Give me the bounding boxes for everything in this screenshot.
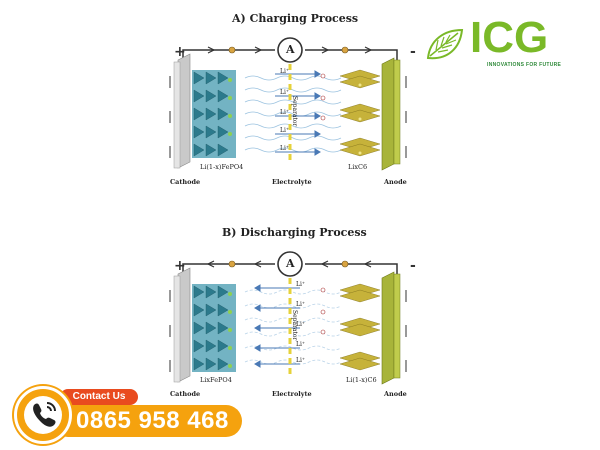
brand-tagline: INNOVATIONS FOR FUTURE — [487, 62, 562, 68]
panel-b-ammeter — [277, 251, 303, 277]
panel-b-li-ion: Li⁺ — [296, 321, 306, 328]
panel-a-anode-plate — [381, 57, 395, 171]
panel-a-cathode-label: Cathode — [170, 178, 201, 186]
panel-b-separator-label: Separator — [291, 310, 298, 341]
panel-a-ammeter-label: A — [286, 43, 295, 56]
panel-b-electrolyte — [244, 289, 342, 365]
panel-b-title: B) Discharging Process — [222, 226, 367, 239]
panel-a-anode-chem: LixC6 — [348, 163, 368, 171]
panel-b-li-ion: Li⁺ — [296, 341, 306, 348]
panel-a-electrolyte — [244, 75, 342, 153]
panel-b-anode-label: Anode — [384, 390, 407, 398]
phone-call-button[interactable] — [14, 386, 72, 444]
panel-b-cathode-chem: LixFePO4 — [200, 376, 232, 384]
phone-icon — [24, 396, 62, 434]
contact-us-tag[interactable]: Contact Us — [60, 389, 138, 405]
panel-b-diagram — [169, 251, 407, 385]
panel-b-electrolyte-label: Electrolyte — [272, 390, 312, 398]
panel-a-minus-sign: - — [410, 44, 416, 60]
panel-b-cathode-label: Cathode — [170, 390, 201, 398]
panel-b-cathode-lattice — [192, 284, 236, 372]
panel-a-wire — [182, 49, 275, 62]
panel-a-li-ion: Li⁺ — [280, 89, 290, 96]
panel-b-li-ion: Li⁺ — [296, 357, 306, 364]
panel-b-anode-plate — [381, 271, 395, 385]
contact-phone-number[interactable]: 0865 958 468 — [76, 407, 229, 434]
panel-b-ammeter-label: A — [286, 257, 295, 270]
panel-b-wire — [182, 263, 275, 276]
panel-a-anode-graphite — [339, 69, 381, 157]
panel-a-title: A) Charging Process — [232, 12, 359, 25]
panel-a-diagram — [169, 37, 407, 171]
panel-a-electrolyte-label: Electrolyte — [272, 178, 312, 186]
panel-b-minus-sign: - — [410, 258, 416, 274]
panel-a-cathode-lattice — [192, 70, 236, 158]
panel-a-li-ion: Li⁺ — [280, 145, 290, 152]
panel-b-li-ion: Li⁺ — [296, 281, 306, 288]
panel-a-cathode-chem: Li(1-x)FePO4 — [200, 163, 244, 171]
panel-b-anode-chem: Li(1-x)C6 — [346, 376, 377, 384]
panel-a-li-ion: Li⁺ — [280, 127, 290, 134]
panel-a-li-ion: Li⁺ — [280, 68, 290, 75]
panel-a-plus-sign: + — [174, 44, 186, 60]
panel-a-separator-label: Separator — [291, 96, 298, 127]
panel-a-anode-label: Anode — [384, 178, 407, 186]
panel-b-plus-sign: + — [174, 258, 186, 274]
brand-logo-text: ICG — [470, 13, 549, 62]
leaf-icon — [426, 28, 464, 60]
panel-a-ammeter — [277, 37, 303, 63]
contact-phone-box[interactable] — [52, 405, 242, 437]
panel-b-anode-graphite — [339, 283, 381, 371]
panel-b-li-ion: Li⁺ — [296, 301, 306, 308]
panel-a-li-ion: Li⁺ — [280, 109, 290, 116]
